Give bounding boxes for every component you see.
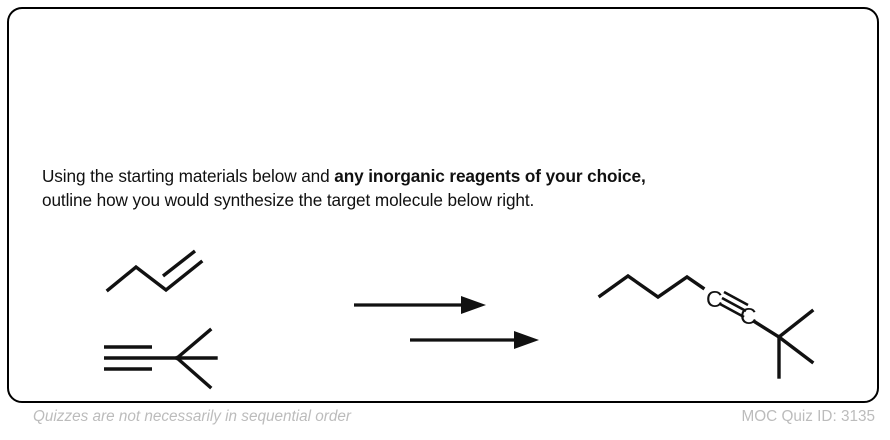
footer-note: Quizzes are not necessarily in sequentia… [33,408,352,425]
question-prompt: Using the starting materials below and a… [42,164,852,212]
question-line1-emphasis: any inorganic reagents of your choice, [334,166,646,187]
footer: Quizzes are not necessarily in sequentia… [0,408,890,434]
question-line1-prefix: Using the starting materials below and [42,166,335,187]
footer-quiz-id: MOC Quiz ID: 3135 [741,408,875,425]
quiz-card: Using the starting materials below and a… [7,7,879,403]
question-line2: outline how you would synthesize the tar… [42,190,535,211]
